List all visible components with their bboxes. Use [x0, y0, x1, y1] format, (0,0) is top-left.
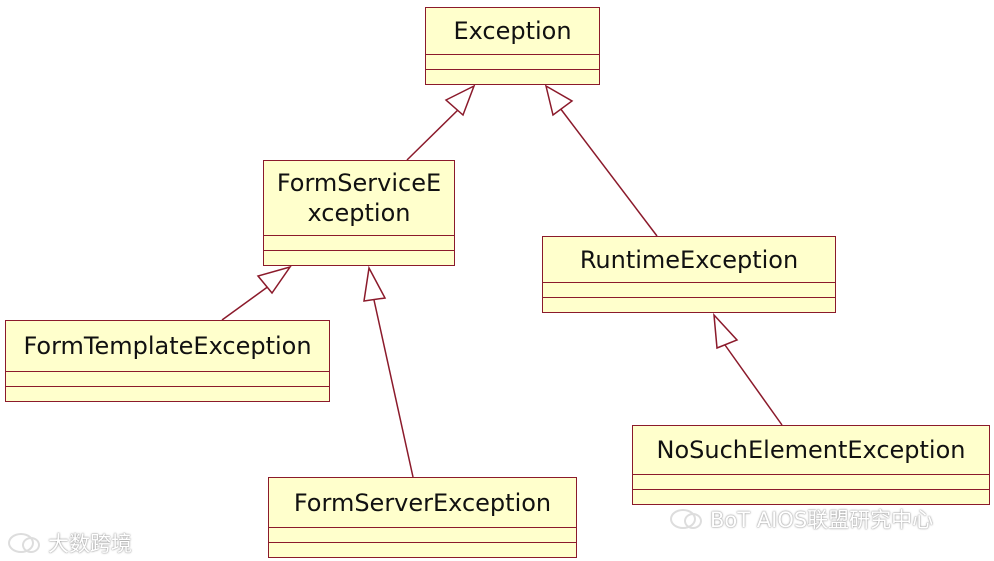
operations-compartment: [426, 70, 599, 84]
chat-bubble-icon: [8, 533, 40, 553]
watermark-right: BoT AIOS联盟研究中心: [670, 504, 933, 534]
operations-compartment: [543, 298, 835, 312]
class-name-text: NoSuchElementException: [656, 436, 966, 464]
edge-formservice-to-exception: [406, 104, 464, 161]
arrowhead-runtime-bottom: [713, 312, 739, 350]
class-name-line-2: xception: [307, 199, 411, 227]
attributes-compartment: [269, 528, 576, 543]
class-name: FormTemplateException: [6, 321, 329, 372]
class-name: FormServerException: [269, 478, 576, 528]
edge-runtime-to-exception: [559, 107, 658, 237]
attributes-compartment: [543, 283, 835, 298]
class-exception[interactable]: Exception: [425, 7, 600, 85]
class-name-text: FormServerException: [293, 488, 552, 517]
class-name-text: RuntimeException: [579, 245, 799, 274]
operations-compartment: [269, 543, 576, 557]
class-name: Exception: [426, 8, 599, 55]
attributes-compartment: [633, 475, 989, 490]
edge-formserver-to-formservice: [373, 299, 414, 478]
arrowhead-exception-left: [444, 84, 476, 117]
arrowhead-formservice-left: [256, 265, 292, 295]
edge-nosuchelement-to-runtime: [724, 344, 783, 426]
operations-compartment: [6, 387, 329, 401]
operations-compartment: [264, 251, 454, 265]
class-name: NoSuchElementException: [633, 426, 989, 475]
class-name-text: FormTemplateException: [23, 332, 312, 360]
class-form-server-exception[interactable]: FormServerException: [268, 477, 577, 558]
class-runtime-exception[interactable]: RuntimeException: [542, 236, 836, 313]
class-name: RuntimeException: [543, 237, 835, 283]
attributes-compartment: [6, 372, 329, 387]
operations-compartment: [633, 490, 989, 504]
arrowhead-exception-right: [544, 84, 574, 117]
class-name-text: Exception: [453, 17, 572, 45]
class-no-such-element-exception[interactable]: NoSuchElementException: [632, 425, 990, 505]
watermark-left-text: 大数跨境: [48, 532, 132, 556]
attributes-compartment: [264, 236, 454, 251]
class-form-template-exception[interactable]: FormTemplateException: [5, 320, 330, 402]
class-name: FormServiceE xception: [264, 161, 454, 236]
class-form-service-exception[interactable]: FormServiceE xception: [263, 160, 455, 266]
edge-formtemplate-to-formservice: [221, 282, 274, 321]
attributes-compartment: [426, 55, 599, 70]
watermark-left: 大数跨境: [8, 528, 132, 558]
wechat-icon: [670, 509, 702, 529]
arrowhead-formservice-bottom: [363, 265, 387, 302]
class-name-line-1: FormServiceE: [276, 169, 442, 197]
watermark-right-text: BoT AIOS联盟研究中心: [710, 508, 934, 532]
